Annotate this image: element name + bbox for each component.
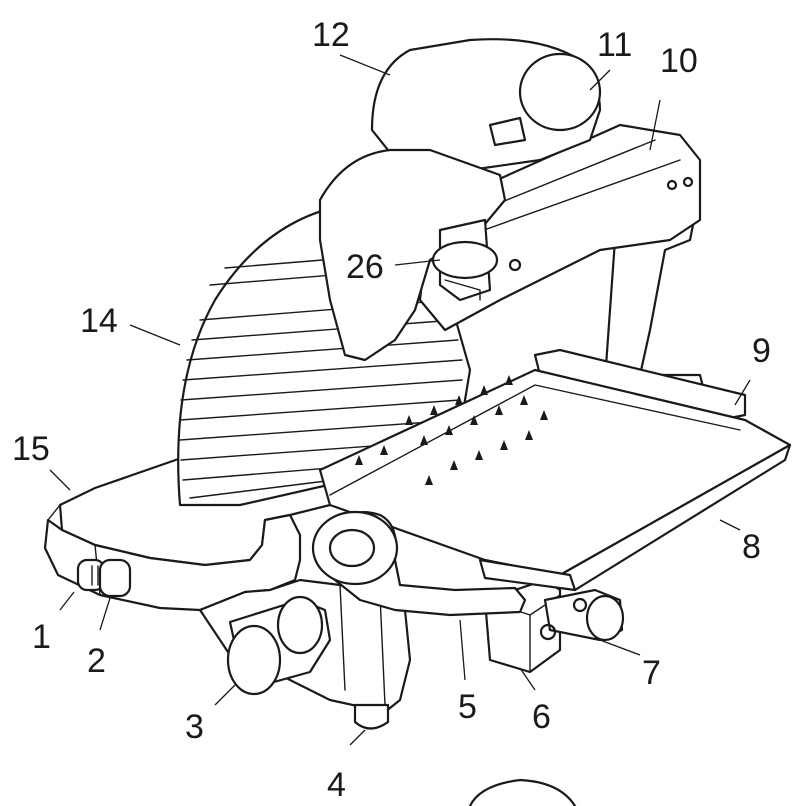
callout-9: 9 [752,332,771,370]
callout-5: 5 [458,688,477,726]
carriage-studs [355,375,548,485]
blade-guard [318,148,507,362]
callout-11: 11 [597,26,632,64]
callout-4: 4 [327,766,346,804]
callout-26: 26 [346,248,384,286]
callout-12: 12 [312,16,350,54]
leader-lines [49,54,751,746]
top-sharpener [370,38,602,172]
callout-8: 8 [742,528,761,566]
thickness-knob [226,595,332,696]
callout-6: 6 [532,698,551,736]
callout-2: 2 [87,642,106,680]
power-switches [76,558,132,598]
carriage-lock-knob [539,588,625,642]
partial-drawing [468,778,577,806]
callout-15: 15 [12,430,50,468]
callout-14: 14 [80,302,118,340]
callout-10: 10 [660,42,698,80]
callout-1: 1 [32,618,51,656]
callout-numbers: 1 2 3 4 5 6 7 8 9 10 11 12 14 15 26 [12,16,771,804]
carriage-handle [311,510,577,617]
callout-3: 3 [185,708,204,746]
product-carriage [318,348,792,592]
callout-7: 7 [642,654,661,692]
